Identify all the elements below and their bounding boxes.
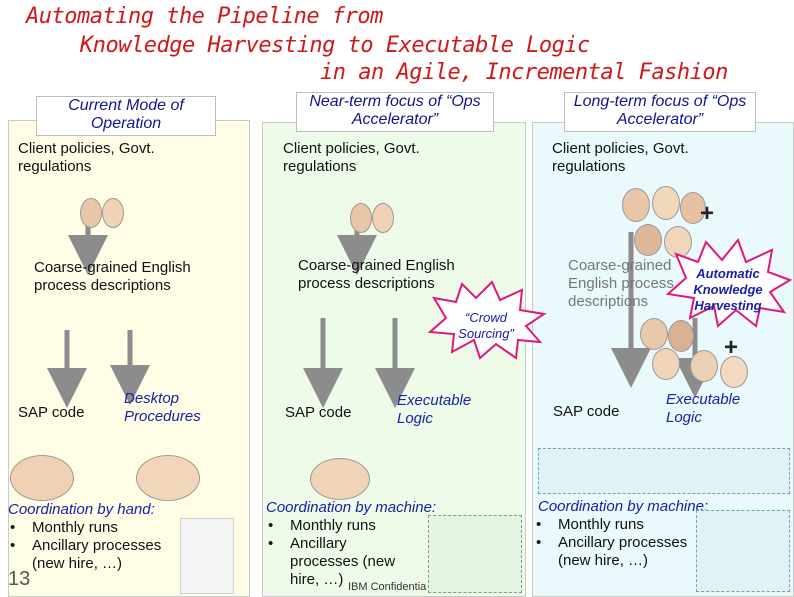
crowd-sourcing-label: “Crowd Sourcing” (458, 310, 514, 341)
face-icon (680, 192, 706, 224)
near-sap-code: SAP code (285, 404, 352, 421)
current-policies: Client policies, Govt. regulations (18, 140, 155, 175)
title-line-1: Automating the Pipeline from (26, 4, 383, 29)
face-icon (102, 198, 124, 228)
current-coordination-list: Monthly runs Ancillary processes (new hi… (8, 519, 178, 573)
list-item: Monthly runs (534, 516, 694, 534)
title-line-3: in an Agile, Incremental Fashion (320, 60, 728, 85)
face-icon (80, 198, 102, 228)
face-icon (10, 455, 74, 501)
near-coarse: Coarse-grained English process descripti… (298, 257, 455, 292)
plus-icon: + (700, 200, 715, 227)
long-executable-logic: Executable Logic (666, 391, 741, 426)
face-icon (652, 348, 680, 380)
long-coordination-title: Coordination by machine: (538, 498, 709, 515)
robot-arm-icon (696, 510, 790, 592)
person-photo (180, 518, 234, 594)
current-sap-code: SAP code (18, 404, 85, 421)
face-icon (372, 203, 394, 233)
face-icon (634, 224, 662, 256)
list-item: Ancillary processes (new hire, …) (8, 537, 178, 573)
crowd-sourcing-starburst (427, 280, 547, 360)
page-number: 13 (8, 568, 31, 590)
near-policies: Client policies, Govt. regulations (283, 140, 420, 175)
face-icon (136, 455, 200, 501)
panel-current-mode (8, 120, 250, 597)
long-coordination-list: Monthly runs Ancillary processes (new hi… (534, 516, 694, 570)
current-coordination-title: Coordination by hand: (8, 501, 155, 518)
face-icon (622, 188, 650, 222)
near-coordination-title: Coordination by machine: (266, 499, 437, 516)
face-icon (640, 318, 668, 350)
title-line-2: Knowledge Harvesting to Executable Logic (80, 33, 590, 58)
face-icon (720, 356, 748, 388)
face-icon (350, 203, 372, 233)
current-desktop-procedures: Desktop Procedures (124, 390, 201, 425)
list-item: Ancillary processes (new hire, …) (534, 534, 694, 570)
automatic-harvesting-starburst (665, 238, 792, 328)
face-icon (668, 320, 694, 352)
robot-arm-icon (538, 448, 790, 494)
near-executable-logic: Executable Logic (397, 392, 472, 427)
confidential-label: IBM Confidentia (348, 581, 427, 593)
long-policies: Client policies, Govt. regulations (552, 140, 689, 175)
robot-arm-icon (428, 515, 522, 593)
automatic-harvesting-label: Automatic Knowledge Harvesting (693, 266, 763, 313)
face-icon (652, 186, 680, 220)
list-item: Monthly runs (8, 519, 178, 537)
current-coarse: Coarse-grained English process descripti… (34, 259, 191, 294)
face-icon (310, 458, 370, 500)
plus-icon: + (724, 334, 739, 361)
list-item: Ancillary processes (new hire, …) (266, 535, 416, 589)
long-sap-code: SAP code (553, 403, 620, 420)
header-long-term: Long-term focus of “Ops Accelerator” (564, 92, 756, 132)
near-coordination-list: Monthly runs Ancillary processes (new hi… (266, 517, 416, 589)
long-coarse: Coarse-grained English process descripti… (568, 257, 674, 310)
header-current-mode: Current Mode of Operation (36, 96, 216, 136)
list-item: Monthly runs (266, 517, 416, 535)
header-near-term: Near-term focus of “Ops Accelerator” (296, 92, 494, 132)
face-icon (690, 350, 718, 382)
